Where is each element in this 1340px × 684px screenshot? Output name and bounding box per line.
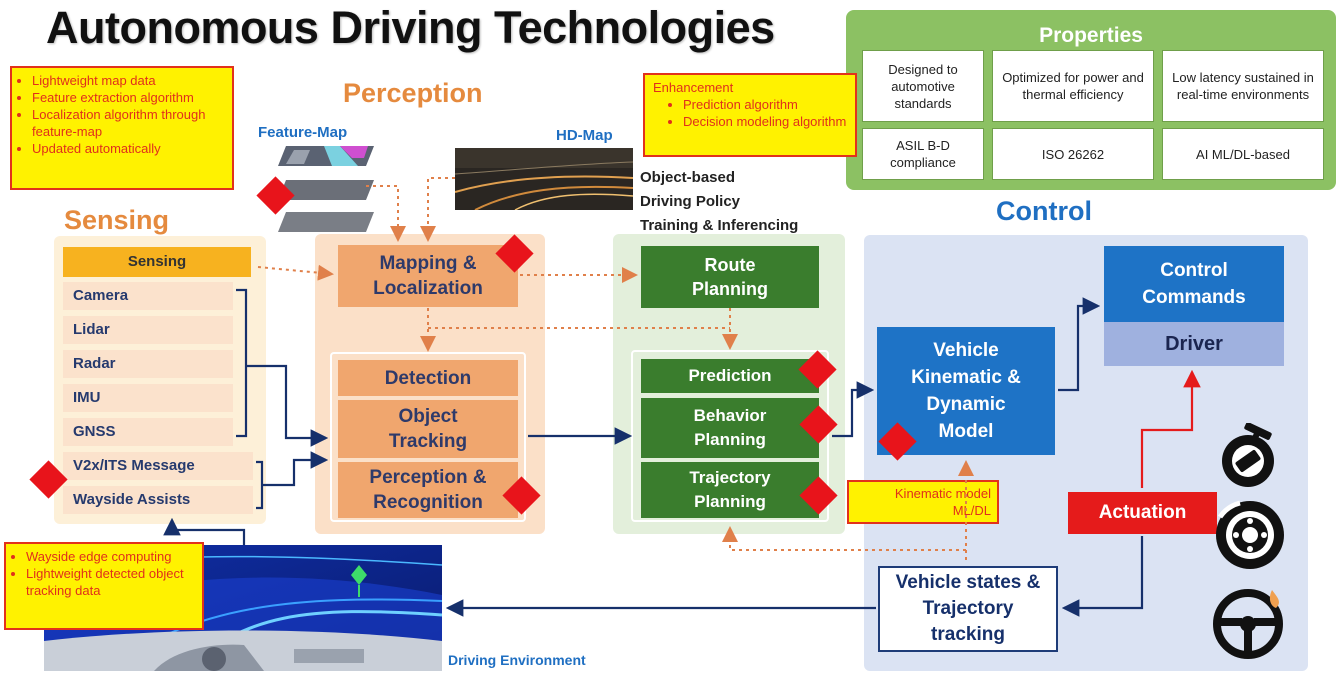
page-title: Autonomous Driving Technologies [46, 2, 775, 53]
hd-map-image [455, 148, 633, 210]
properties-panel: Properties Designed to automotive standa… [846, 10, 1336, 190]
sensor-gnss: GNSS [63, 418, 233, 446]
feature-map-label: Feature-Map [258, 124, 348, 141]
perception-recognition-box: Perception & Recognition [338, 462, 518, 518]
policy-line: Driving Policy [640, 193, 741, 210]
note-item: Decision modeling algorithm [683, 113, 847, 130]
driver-box: Driver [1104, 322, 1284, 366]
driving-environment-label: Driving Environment [448, 652, 586, 668]
policy-line: Training & Inferencing [640, 217, 799, 234]
note-item: Wayside edge computing [26, 548, 196, 565]
perception-group [330, 352, 526, 522]
note-item: Updated automatically [32, 140, 226, 157]
brake-pedal-icon [1222, 423, 1274, 487]
object-tracking-box: Object Tracking [338, 400, 518, 458]
brake-disc-icon [1216, 500, 1284, 569]
feature-map-image [278, 146, 374, 232]
prediction-box: Prediction [641, 359, 819, 393]
perception-title: Perception [343, 78, 483, 108]
note-item: Prediction algorithm [683, 96, 847, 113]
actuation-box: Actuation [1068, 492, 1217, 534]
enhancement-title: Enhancement [653, 80, 734, 95]
detection-box: Detection [338, 360, 518, 396]
policy-label: Object-based Driving Policy Training & I… [640, 166, 798, 238]
sensor-wayside: Wayside Assists [63, 486, 253, 514]
sensor-imu: IMU [63, 384, 233, 412]
sensor-lidar: Lidar [63, 316, 233, 344]
property-cell: Designed to automotive standards [862, 50, 984, 122]
sensing-header: Sensing [63, 247, 251, 277]
hd-map-label: HD-Map [556, 127, 613, 144]
sensor-radar: Radar [63, 350, 233, 378]
enhancement-note: Enhancement Prediction algorithm Decisio… [643, 73, 857, 157]
kinematic-note: Kinematic model ML/DL [847, 480, 999, 524]
property-cell: Low latency sustained in real-time envir… [1162, 50, 1324, 122]
note-item: Lightweight detected object tracking dat… [26, 565, 196, 599]
control-commands-box: Control Commands [1104, 246, 1284, 322]
wayside-notes: Wayside edge computing Lightweight detec… [4, 542, 204, 630]
sensing-title: Sensing [64, 205, 170, 235]
steering-wheel-icon [1213, 589, 1283, 659]
note-item: Lightweight map data [32, 72, 226, 89]
map-notes: Lightweight map data Feature extraction … [10, 66, 234, 190]
vehicle-states-box: Vehicle states & Trajectory tracking [878, 566, 1058, 652]
property-cell: ASIL B-D compliance [862, 128, 984, 180]
control-title: Control [996, 196, 1092, 226]
sensor-camera: Camera [63, 282, 233, 310]
property-cell: AI ML/DL-based [1162, 128, 1324, 180]
route-planning-box: Route Planning [641, 246, 819, 308]
note-item: Localization algorithm through feature-m… [32, 106, 226, 140]
sensor-v2x: V2x/ITS Message [63, 452, 253, 480]
property-cell: ISO 26262 [992, 128, 1154, 180]
trajectory-planning-box: Trajectory Planning [641, 462, 819, 518]
behavior-planning-box: Behavior Planning [641, 398, 819, 458]
policy-line: Object-based [640, 169, 736, 186]
mapping-localization-box: Mapping & Localization [338, 245, 518, 307]
property-cell: Optimized for power and thermal efficien… [992, 50, 1154, 122]
note-item: Feature extraction algorithm [32, 89, 226, 106]
properties-title: Properties [1039, 24, 1143, 47]
